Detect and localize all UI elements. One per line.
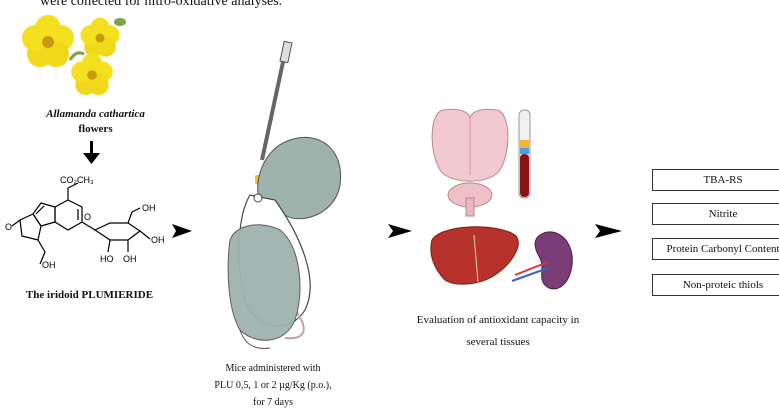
treatment-line: Mice administered with bbox=[198, 360, 348, 377]
structure-oh-3: HO bbox=[100, 254, 114, 264]
assay-box-nitrite: Nitrite bbox=[652, 203, 779, 225]
evaluation-line: several tissues bbox=[398, 331, 598, 353]
structure-oh-2: OH bbox=[151, 235, 165, 245]
flower-species-name: Allamanda cathartica bbox=[18, 108, 173, 120]
blood-tube-image bbox=[519, 110, 530, 198]
liver-image bbox=[431, 227, 518, 284]
structure-oh-1: OH bbox=[142, 203, 156, 213]
treatment-line: PLU 0,5, 1 or 2 µg/Kg (p.o.), bbox=[198, 377, 348, 394]
assay-box-protein-carbonyl: Protein Carbonyl Content bbox=[652, 238, 779, 260]
down-arrow-icon bbox=[83, 141, 100, 164]
structure-oh-5: OH bbox=[42, 260, 56, 270]
arrow-right-icon-1 bbox=[172, 224, 192, 238]
structure-substituent: CO₂CH₃ bbox=[60, 175, 94, 185]
flower-label: flowers bbox=[18, 123, 173, 135]
arrow-right-icon-3 bbox=[595, 224, 622, 238]
treatment-caption: Mice administered with PLU 0,5, 1 or 2 µ… bbox=[198, 360, 348, 411]
structure-oh-4: OH bbox=[123, 254, 137, 264]
plumieride-label: The iridoid PLUMIERIDE bbox=[2, 289, 177, 301]
brain-image bbox=[432, 109, 508, 216]
flowers-image bbox=[22, 15, 126, 95]
kidney-image bbox=[512, 232, 572, 289]
assay-box-non-proteic-thiols: Non-proteic thiols bbox=[652, 274, 779, 296]
arrow-right-icon-2 bbox=[388, 224, 412, 238]
plumieride-structure bbox=[12, 183, 150, 264]
structure-o-2: O bbox=[84, 212, 91, 222]
treatment-line: for 7 days bbox=[198, 394, 348, 411]
structure-o-1: O bbox=[5, 222, 12, 232]
assay-box-tba-rs: TBA-RS bbox=[652, 169, 779, 191]
mouse-gavage-image bbox=[228, 41, 341, 348]
evaluation-line: Evaluation of antioxidant capacity in bbox=[398, 309, 598, 331]
evaluation-caption: Evaluation of antioxidant capacity in se… bbox=[398, 309, 598, 353]
